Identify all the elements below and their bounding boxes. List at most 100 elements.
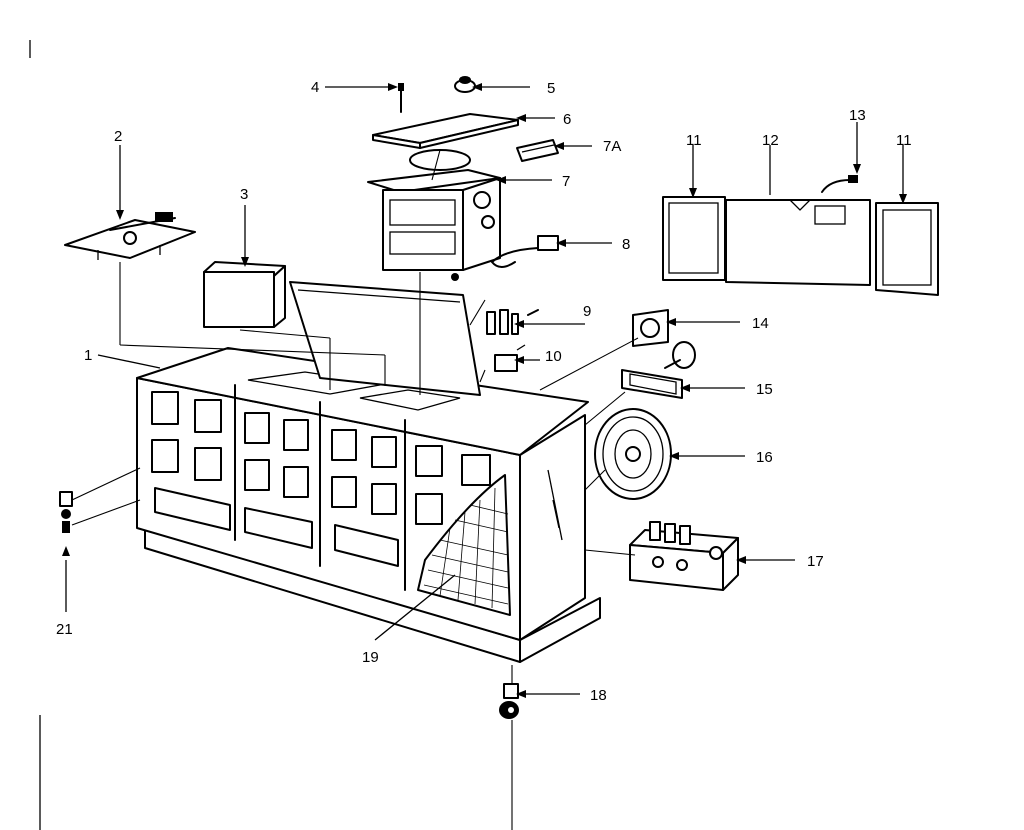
drawer-panel (334, 524, 399, 567)
catch-body (62, 521, 70, 533)
bracket-clips (486, 309, 539, 335)
tweeter-neck (664, 359, 681, 369)
amp-transformer (709, 546, 723, 560)
callout-4: 4 (311, 79, 319, 96)
callout-15: 15 (756, 381, 773, 398)
amp-front (629, 544, 724, 591)
woofer-speaker (594, 408, 672, 500)
door-panel (244, 412, 270, 444)
door-panel (371, 483, 397, 515)
amp-knob (652, 556, 664, 568)
callout-7a: 7A (603, 138, 621, 155)
amp-tube (664, 523, 676, 543)
callout-11-right: 11 (896, 132, 912, 149)
caster-axle (508, 707, 514, 713)
leader-lines (62, 83, 907, 698)
mounting-bracket (494, 344, 526, 372)
bracket-plate (494, 354, 518, 372)
retaining-clip (821, 179, 851, 193)
door-panel (151, 391, 179, 425)
chassis-tube (481, 215, 495, 229)
door-catch (59, 491, 73, 533)
callout-6: 6 (563, 111, 571, 128)
callout-5: 5 (547, 80, 555, 97)
knob-cap (459, 76, 471, 84)
speaker-cone (602, 416, 664, 492)
door-panel (415, 493, 443, 525)
chassis-foot (451, 273, 459, 281)
door-panel (461, 454, 491, 486)
callout-12: 12 (762, 132, 779, 149)
dial-scale-plate (516, 139, 559, 162)
amp-knob (676, 559, 688, 571)
dial-cover-panel (372, 113, 519, 149)
tone-arm-head (155, 212, 173, 222)
cabinet-base-side (519, 597, 601, 663)
amp-side (722, 537, 739, 591)
clip-screw (527, 309, 539, 316)
callout-2: 2 (114, 128, 122, 145)
callout-8: 8 (622, 236, 630, 253)
back-panel-assembly (662, 175, 939, 296)
cabinet-lid (289, 281, 481, 396)
mount-plate-hole (640, 318, 660, 338)
speaker-cone-inner (614, 429, 652, 479)
door-panel (283, 466, 309, 498)
callout-labels: 1 2 3 4 5 6 7A 7 8 9 10 11 12 13 11 14 1… (56, 79, 912, 704)
door-panel (331, 429, 357, 461)
callout-21: 21 (56, 621, 73, 638)
chassis-tube (473, 191, 491, 209)
cabinet-top (136, 347, 589, 456)
record-storage-box (203, 261, 286, 328)
callout-19: 19 (362, 649, 379, 666)
callout-11-left: 11 (686, 132, 702, 149)
door-panel (331, 476, 357, 508)
assembly-guide-lines (71, 149, 639, 830)
lid-edge (297, 289, 461, 303)
bracket-screw (516, 344, 526, 351)
callout-14: 14 (752, 315, 769, 332)
plug-cord (491, 247, 539, 268)
horn-body (621, 369, 683, 399)
turntable-platter (409, 149, 471, 171)
callout-1: 1 (84, 347, 92, 364)
door-panel (151, 439, 179, 473)
callout-16: 16 (756, 449, 773, 466)
callout-10: 10 (545, 348, 562, 365)
callout-18: 18 (590, 687, 607, 704)
retaining-clip-head (848, 175, 858, 183)
box-side (273, 265, 286, 328)
top-opening-right (359, 389, 461, 411)
back-panel-side-right (875, 202, 939, 296)
side-panel-reflection (552, 499, 560, 529)
amp-tube (649, 521, 661, 541)
plug-body (537, 235, 559, 251)
side-panel-reflection (547, 469, 563, 541)
door-panel (415, 445, 443, 477)
callout-13: 13 (849, 107, 866, 124)
tone-arm-pivot (123, 231, 137, 245)
door-panel (283, 419, 309, 451)
cabinet-side-panel (519, 414, 586, 641)
door-panel (371, 436, 397, 468)
door-panel (194, 447, 222, 481)
chassis-window (389, 199, 456, 226)
horn-mouth (629, 373, 677, 395)
chassis-window (389, 231, 456, 255)
back-panel-frame (668, 202, 719, 274)
clip (499, 309, 509, 335)
back-panel-center (725, 199, 871, 286)
tweeter-horn (621, 341, 696, 399)
caster-wheel (499, 683, 519, 719)
box-front (203, 271, 275, 328)
door-panel (244, 459, 270, 491)
speaker-mount-plate (632, 309, 669, 347)
dial-scale (516, 139, 559, 162)
callout-3: 3 (240, 186, 248, 203)
cover-panel-edge (419, 119, 519, 149)
callout-17: 17 (807, 553, 824, 570)
catch-plate (59, 491, 73, 507)
callout-7: 7 (562, 173, 570, 190)
